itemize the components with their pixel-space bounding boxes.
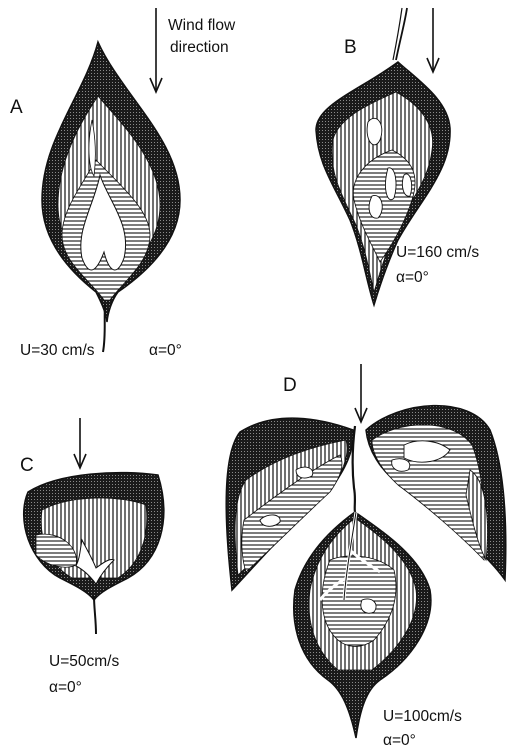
wind-arrow-icon xyxy=(150,8,162,92)
panel-a-angle: α=0° xyxy=(149,342,182,359)
panel-d-letter: D xyxy=(283,375,297,396)
wind-direction-label: Wind flow direction xyxy=(168,17,236,56)
panel-d: D U=100cm/s α=0° xyxy=(226,364,506,748)
wind-arrow-c-icon xyxy=(74,418,86,468)
panel-d-speed: U=100cm/s xyxy=(383,708,462,725)
panel-a-letter: A xyxy=(10,97,23,118)
wind-arrow-b-icon xyxy=(427,8,439,72)
panel-b-speed: U=160 cm/s xyxy=(396,244,479,261)
panel-c-angle: α=0° xyxy=(49,679,82,696)
panel-b-letter: B xyxy=(344,37,357,58)
wind-label-line-1: Wind flow xyxy=(168,17,236,34)
wind-label-line-2: direction xyxy=(170,39,229,56)
panel-a-speed: U=30 cm/s xyxy=(20,342,95,359)
panel-c-letter: C xyxy=(20,455,34,476)
leaf-a xyxy=(42,42,180,352)
panel-c: C U=50cm/s α=0° xyxy=(20,418,164,696)
panel-d-angle: α=0° xyxy=(383,732,416,748)
panel-c-speed: U=50cm/s xyxy=(49,653,119,670)
wind-arrow-d-icon xyxy=(355,364,367,422)
panel-b-angle: α=0° xyxy=(396,269,429,286)
leaf-c xyxy=(24,473,164,634)
panel-b: B U=160 cm/s α=0° xyxy=(316,8,479,305)
